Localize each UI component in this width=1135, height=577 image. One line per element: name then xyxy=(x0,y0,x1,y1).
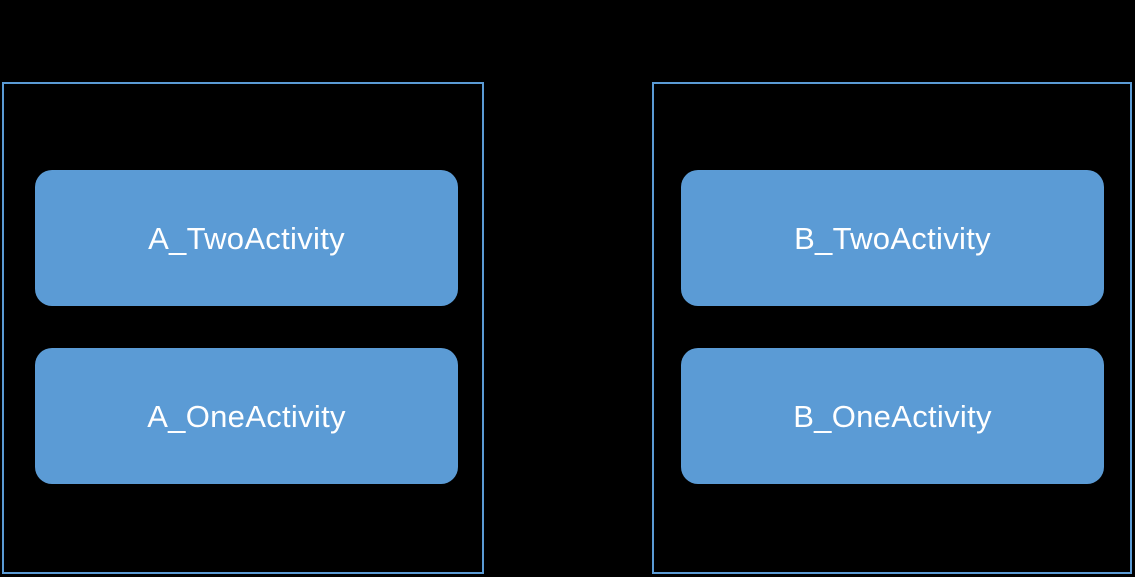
activity-box-b-two[interactable]: B_TwoActivity xyxy=(681,170,1104,306)
activity-label-a-one: A_OneActivity xyxy=(147,398,346,434)
task-stack-panel-right xyxy=(652,82,1132,574)
activity-box-a-one[interactable]: A_OneActivity xyxy=(35,348,458,484)
activity-box-b-one[interactable]: B_OneActivity xyxy=(681,348,1104,484)
activity-label-a-two: A_TwoActivity xyxy=(148,220,345,256)
activity-label-b-two: B_TwoActivity xyxy=(794,220,991,256)
task-stack-panel-left xyxy=(2,82,484,574)
activity-box-a-two[interactable]: A_TwoActivity xyxy=(35,170,458,306)
activity-label-b-one: B_OneActivity xyxy=(793,398,992,434)
